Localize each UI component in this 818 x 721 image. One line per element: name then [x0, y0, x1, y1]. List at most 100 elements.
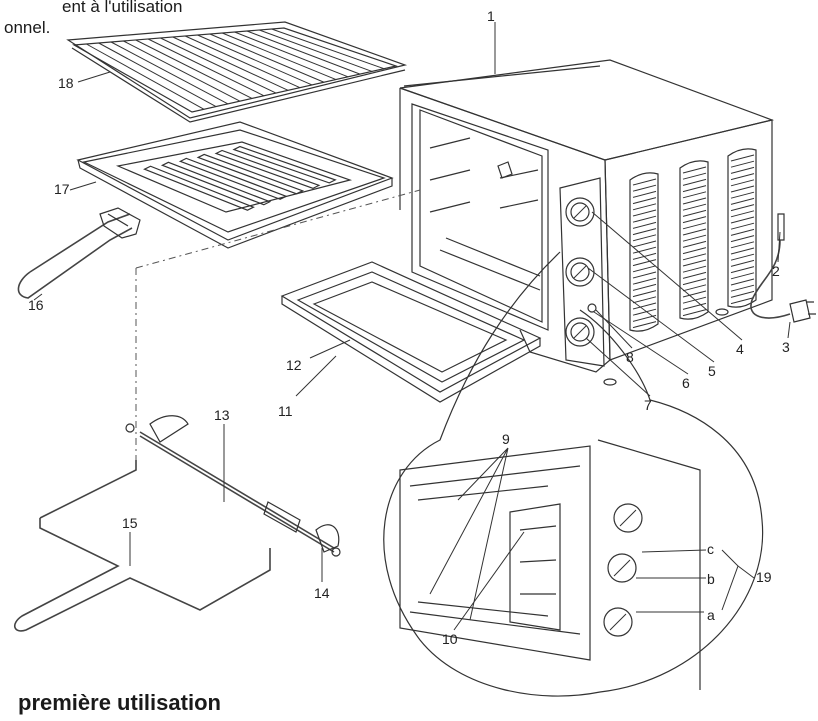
vent-slot	[730, 160, 755, 168]
vent-slot	[632, 265, 657, 273]
vent-slot	[632, 302, 657, 310]
vent-slot	[632, 308, 657, 316]
tray-ridge	[143, 165, 255, 211]
vent-slot	[632, 190, 657, 198]
intro-text-fragment-1: ent à l'utilisation	[62, 0, 183, 16]
vent-slot	[632, 221, 657, 229]
vent-slot	[632, 290, 657, 298]
vent-slot	[730, 272, 755, 280]
rack-bar	[184, 35, 301, 89]
rack-bar	[234, 31, 349, 78]
vent-slot	[682, 302, 707, 310]
vent-slot	[682, 253, 707, 261]
vent-slot	[632, 178, 657, 186]
rack-bar	[123, 40, 241, 102]
rack-bar	[172, 36, 289, 91]
tray-ridge	[232, 145, 337, 184]
callout-4: 4	[736, 341, 744, 357]
callout-b: b	[707, 571, 715, 587]
rack-bar	[110, 41, 229, 105]
callout-1: 1	[487, 8, 495, 24]
vent-slot	[730, 185, 755, 193]
vent-slot	[632, 296, 657, 304]
vent-column	[679, 160, 709, 320]
indicator-light	[587, 303, 597, 313]
vent-slot	[730, 191, 755, 199]
vent-slot	[632, 215, 657, 223]
callout-c: c	[707, 541, 714, 557]
oven-body	[399, 59, 775, 386]
rack-bar	[147, 38, 265, 97]
callout-19: 19	[756, 569, 772, 585]
vent-slot	[682, 185, 707, 193]
rack-bar	[271, 28, 385, 70]
vent-slot	[682, 216, 707, 224]
vent-slot	[682, 172, 707, 180]
rack-bar	[86, 43, 205, 110]
vent-slot	[730, 166, 755, 174]
vent-slot	[632, 283, 657, 291]
vent-slot	[632, 259, 657, 267]
vent-slot	[632, 209, 657, 217]
vent-column	[629, 172, 659, 332]
vent-slot	[730, 241, 755, 249]
vent-slot	[730, 179, 755, 187]
vent-slot	[730, 228, 755, 236]
vent-slot	[682, 228, 707, 236]
callout-7: 7	[644, 397, 652, 413]
vent-slot	[730, 204, 755, 212]
vent-slot	[682, 209, 707, 217]
vent-slot	[682, 234, 707, 242]
vent-slot	[632, 234, 657, 242]
vent-slot	[730, 216, 755, 224]
callout-16: 16	[28, 297, 44, 313]
tray-ridge	[196, 153, 305, 195]
callout-15: 15	[122, 515, 138, 531]
rack-bar	[222, 32, 337, 80]
vent-slot	[682, 222, 707, 230]
knob-top	[565, 197, 595, 227]
vent-slot	[730, 297, 755, 305]
vent-slot	[682, 166, 707, 174]
vent-slot	[632, 271, 657, 279]
vent-slot	[730, 173, 755, 181]
vent-slot	[730, 197, 755, 205]
vent-slot	[682, 309, 707, 317]
rotisserie-lifter	[14, 460, 271, 632]
vent-slot	[682, 265, 707, 273]
callout-8: 8	[626, 349, 634, 365]
vent-slot	[632, 321, 657, 329]
vent-slot	[730, 210, 755, 218]
vent-slot	[730, 266, 755, 274]
vent-slot	[682, 271, 707, 279]
vent-slot	[730, 222, 755, 230]
callout-12: 12	[286, 357, 302, 373]
callout-18: 18	[58, 75, 74, 91]
vent-slot	[632, 184, 657, 192]
rack-bar	[209, 33, 325, 83]
vent-slot	[682, 284, 707, 292]
tray-ridge	[214, 149, 321, 190]
vent-slot	[632, 197, 657, 205]
vent-slot	[632, 277, 657, 285]
callout-17: 17	[54, 181, 70, 197]
vent-slot	[682, 278, 707, 286]
vent-slot	[682, 203, 707, 211]
rack-bar	[246, 30, 361, 75]
tray-handle	[17, 207, 141, 299]
rack-bar	[259, 29, 373, 72]
vent-slot	[632, 203, 657, 211]
rack-bar	[98, 42, 217, 108]
leader-lines	[33, 22, 791, 631]
section-heading: première utilisation	[18, 690, 221, 715]
vent-slot	[730, 284, 755, 292]
wire-rack	[66, 21, 408, 123]
assembly-line-tray	[135, 189, 421, 269]
vent-slot	[632, 246, 657, 254]
callout-5: 5	[708, 363, 716, 379]
rack-bar	[135, 39, 253, 99]
callout-9: 9	[502, 431, 510, 447]
callout-14: 14	[314, 585, 330, 601]
vent-slot	[730, 259, 755, 267]
vent-slot	[682, 247, 707, 255]
